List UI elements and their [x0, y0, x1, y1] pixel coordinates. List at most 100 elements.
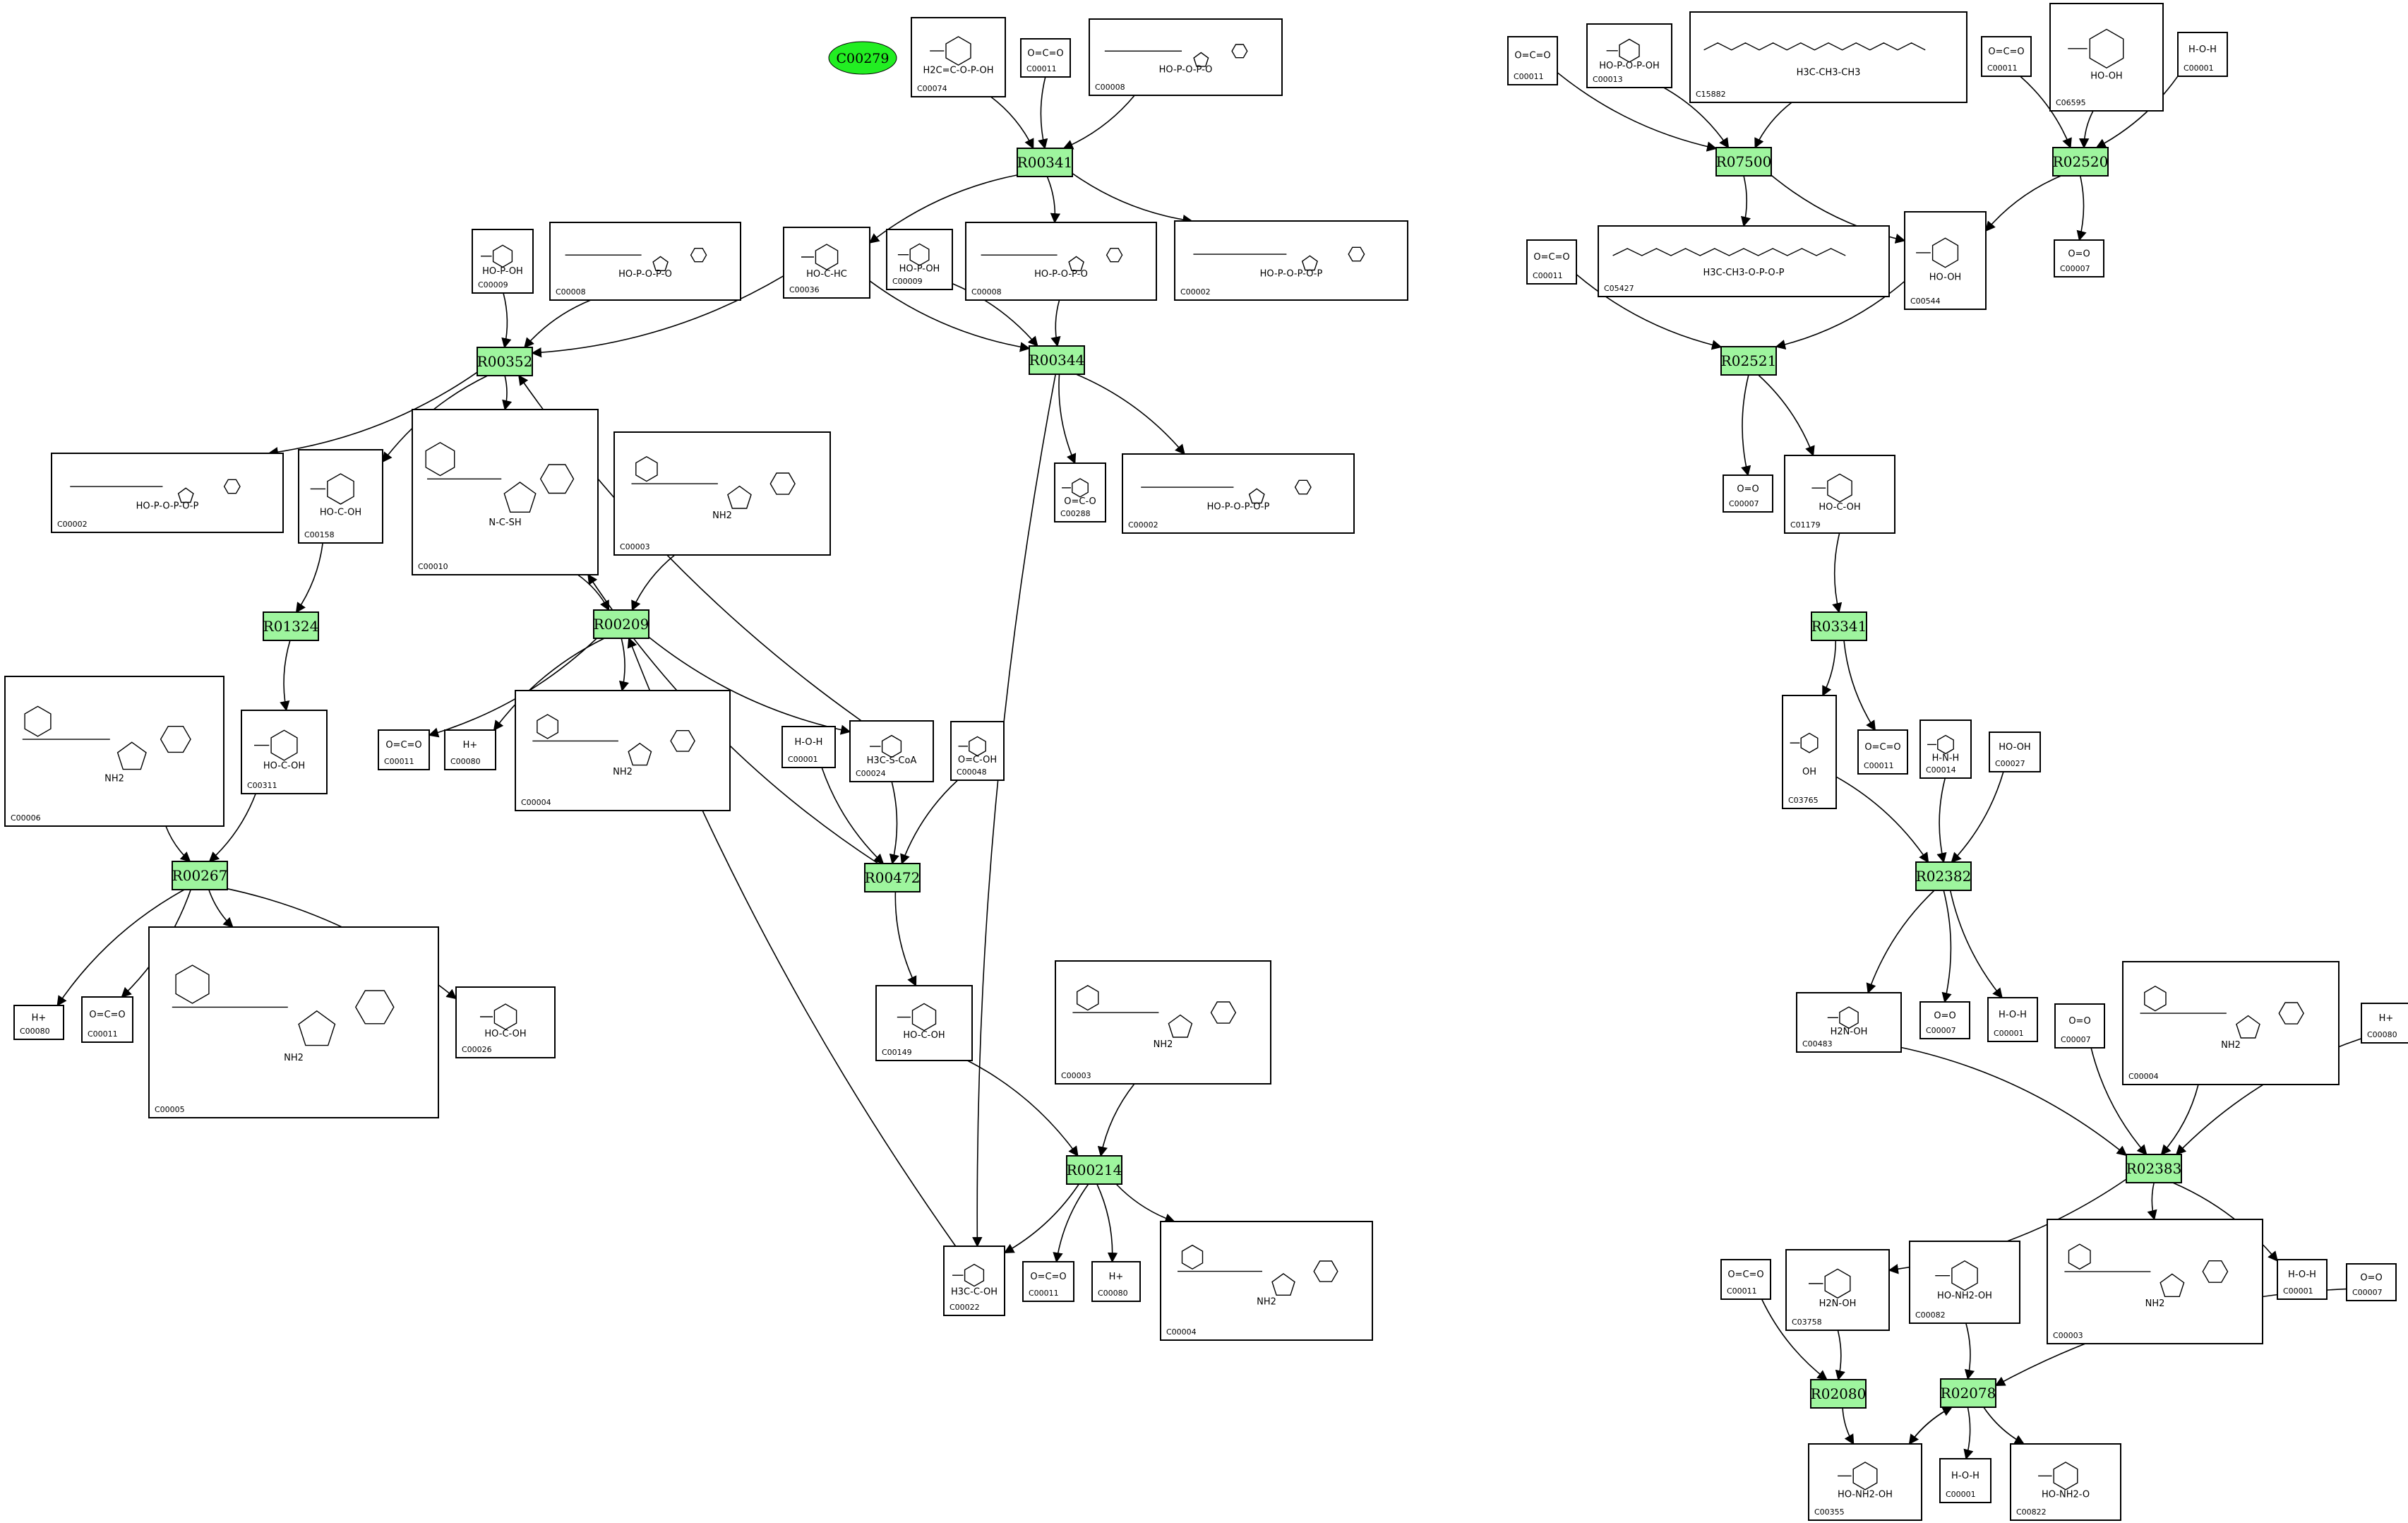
compound-box	[1796, 992, 1902, 1053]
reaction-node[interactable]: R00341	[1017, 148, 1073, 177]
seed-compound-node[interactable]: C00279	[828, 41, 897, 75]
compound-id: C00027	[1995, 759, 2025, 768]
reaction-edge	[1046, 176, 1061, 224]
reaction-node[interactable]: R02520	[2052, 147, 2109, 177]
bond-lines	[270, 729, 298, 761]
compound-id: C00011	[1533, 271, 1563, 280]
compound-box	[1586, 23, 1672, 88]
reaction-node[interactable]: R00344	[1029, 345, 1085, 375]
bond-lines	[492, 244, 513, 268]
reaction-node[interactable]: R00214	[1066, 1155, 1122, 1185]
reaction-node[interactable]: R02383	[2126, 1154, 2182, 1183]
reaction-node[interactable]: R00472	[864, 863, 921, 892]
reaction-node[interactable]: R02080	[1810, 1379, 1867, 1409]
reaction-node[interactable]: R02382	[1915, 861, 1972, 891]
reaction-node[interactable]: R00352	[477, 347, 533, 376]
reaction-node[interactable]: R02078	[1940, 1378, 1996, 1408]
compound-formula: NH2	[712, 510, 732, 521]
compound-formula: H-O-H	[2188, 44, 2217, 55]
compound-id: C00149	[882, 1048, 912, 1057]
compound-node[interactable]: H+C00080	[2361, 1003, 2408, 1044]
reaction-edge	[2147, 1182, 2157, 1221]
reaction-edge	[900, 780, 959, 865]
reaction-node[interactable]: R03341	[1811, 611, 1867, 641]
reaction-node[interactable]: R02521	[1720, 346, 1777, 376]
compound-node[interactable]: H+C00080	[1091, 1261, 1141, 1302]
reaction-edge	[821, 767, 885, 864]
compound-id: C00001	[2283, 1286, 2313, 1296]
bond-lines	[969, 736, 986, 757]
compound-box	[911, 17, 1006, 97]
reaction-node[interactable]: R07500	[1715, 147, 1772, 177]
reaction-node[interactable]: R00267	[172, 861, 228, 890]
reaction-node[interactable]: R00209	[593, 609, 649, 639]
compound-formula: H2C=C-O-P-OH	[923, 65, 993, 76]
compound-node[interactable]: H+C00080	[444, 729, 496, 770]
compound-node[interactable]: H+C00080	[13, 1005, 64, 1040]
bond-lines	[2144, 985, 2167, 1012]
reaction-node[interactable]: R01324	[263, 611, 319, 641]
reaction-label: R02382	[1916, 868, 1972, 885]
